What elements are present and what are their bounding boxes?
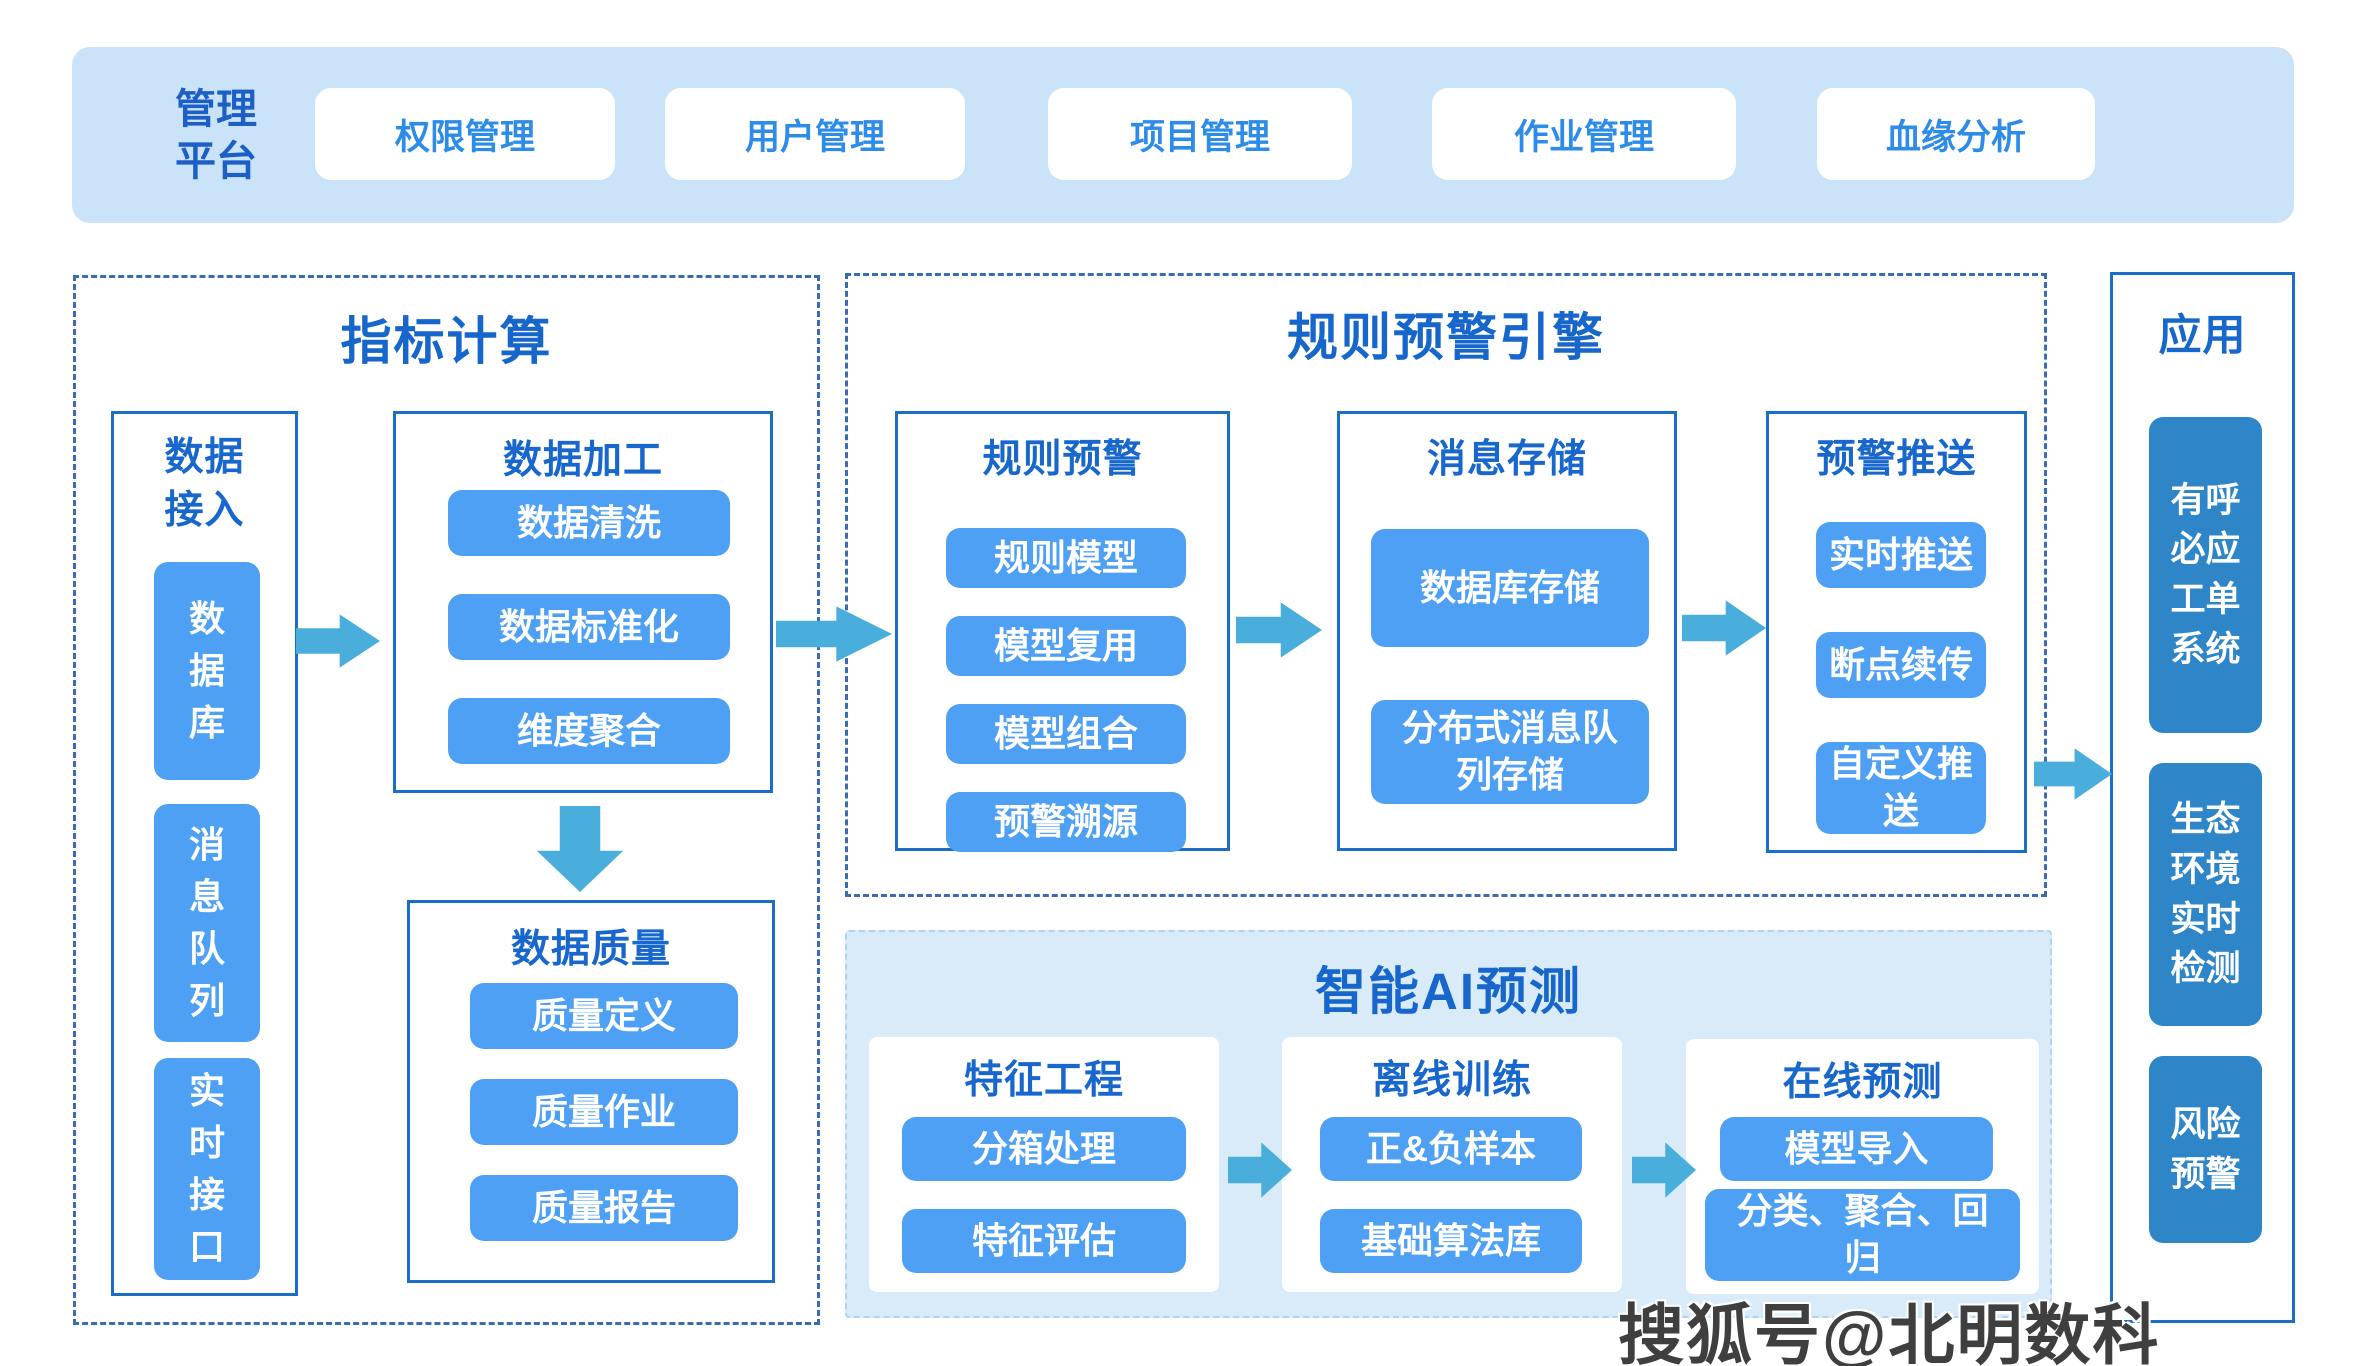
pos-neg-samples-item: 正&负样本: [1320, 1117, 1582, 1181]
rule-model-item: 规则模型: [946, 528, 1186, 588]
quality-job-item: 质量作业: [470, 1079, 738, 1145]
metric-section-title: 指标计算: [340, 313, 553, 370]
rule-section-title: 规则预警引擎: [1286, 309, 1605, 366]
quality-report-item: 质量报告: [470, 1175, 738, 1241]
risk-alert-item: 风险预警: [2149, 1056, 2262, 1243]
base-algorithm-library-item: 基础算法库: [1320, 1209, 1582, 1273]
realtime-interface-item: 实时接口: [154, 1058, 260, 1280]
message-queue-label: 消息队列: [188, 823, 225, 1022]
classification-aggregation-regression-item: 分类、聚合、回归: [1705, 1189, 2020, 1281]
alert-push-box: 预警推送 实时推送 断点续传 自定义推送: [1766, 411, 2027, 853]
database-label: 数据库: [188, 597, 225, 744]
resume-transfer-label: 断点续传: [1828, 643, 1973, 685]
feature-engineering-header: 特征工程: [963, 1059, 1124, 1102]
binning-item: 分箱处理: [902, 1117, 1186, 1181]
database-item: 数据库: [154, 562, 260, 780]
nav-user-management: 用户管理: [665, 88, 965, 180]
offline-training-header: 离线训练: [1371, 1059, 1532, 1102]
resume-transfer-item: 断点续传: [1816, 632, 1986, 698]
data-cleaning-label: 数据清洗: [516, 501, 661, 543]
management-platform-bar: 管理平台 权限管理 用户管理 项目管理 作业管理 血缘分析: [72, 47, 2294, 223]
nav-lineage-analysis: 血缘分析: [1817, 88, 2095, 180]
section-ai-prediction: 智能AI预测 特征工程 分箱处理 特征评估 离线训练 正&负样本 基础算法库 在…: [845, 930, 2052, 1318]
risk-alert-label: 风险预警: [2170, 1104, 2241, 1194]
model-reuse-label: 模型复用: [993, 624, 1138, 666]
rule-alert-header: 规则预警: [982, 438, 1143, 481]
online-prediction-card: 在线预测 模型导入 分类、聚合、回归: [1686, 1039, 2039, 1294]
realtime-interface-label: 实时接口: [188, 1069, 225, 1268]
database-storage-label: 数据库存储: [1419, 566, 1600, 608]
data-standardization-label: 数据标准化: [498, 605, 679, 647]
data-quality-header: 数据质量: [510, 928, 671, 971]
platform-title: 管理平台: [175, 83, 345, 188]
data-access-box: 数据接入 数据库 消息队列 实时接口: [111, 411, 298, 1296]
platform-title-text: 管理平台: [175, 86, 257, 185]
base-algorithm-library-label: 基础算法库: [1360, 1219, 1541, 1261]
distributed-queue-storage-item: 分布式消息队列存储: [1371, 700, 1649, 804]
rule-alert-box: 规则预警 规则模型 模型复用 模型组合 预警溯源: [895, 411, 1230, 852]
ticket-system-label: 有呼必应工单系统: [2170, 480, 2241, 669]
alert-tracing-item: 预警溯源: [946, 792, 1186, 852]
online-prediction-header: 在线预测: [1782, 1061, 1943, 1104]
realtime-push-item: 实时推送: [1816, 522, 1986, 588]
feature-evaluation-item: 特征评估: [902, 1209, 1186, 1273]
application-header: 应用: [2158, 312, 2247, 360]
nav-job-management: 作业管理: [1432, 88, 1736, 180]
section-metric-calculation: 指标计算 数据接入 数据库 消息队列 实时接口 数据加工 数据清洗 数据标准化: [73, 275, 820, 1325]
quality-definition-item: 质量定义: [470, 983, 738, 1049]
ticket-system-item: 有呼必应工单系统: [2149, 417, 2262, 733]
realtime-push-label: 实时推送: [1828, 533, 1973, 575]
data-access-header: 数据接入: [114, 432, 295, 537]
quality-definition-label: 质量定义: [531, 994, 676, 1036]
section-application: 应用 有呼必应工单系统 生态环境实时检测 风险预警: [2110, 272, 2295, 1323]
eco-environment-monitor-item: 生态环境实时检测: [2149, 763, 2262, 1026]
model-combination-label: 模型组合: [993, 712, 1138, 754]
feature-evaluation-label: 特征评估: [971, 1219, 1116, 1261]
model-combination-item: 模型组合: [946, 704, 1186, 764]
nav-project-management: 项目管理: [1048, 88, 1352, 180]
binning-label: 分箱处理: [971, 1127, 1116, 1169]
data-cleaning-item: 数据清洗: [448, 490, 730, 556]
quality-job-label: 质量作业: [531, 1090, 676, 1132]
data-processing-box: 数据加工 数据清洗 数据标准化 维度聚合: [393, 411, 773, 793]
nav-label: 作业管理: [1513, 117, 1654, 157]
dimension-aggregation-item: 维度聚合: [448, 698, 730, 764]
nav-label: 用户管理: [744, 117, 885, 157]
data-quality-box: 数据质量 质量定义 质量作业 质量报告: [407, 900, 775, 1283]
offline-training-card: 离线训练 正&负样本 基础算法库: [1282, 1037, 1622, 1292]
database-storage-item: 数据库存储: [1371, 529, 1649, 647]
data-standardization-item: 数据标准化: [448, 594, 730, 660]
custom-push-item: 自定义推送: [1816, 742, 1986, 834]
nav-label: 血缘分析: [1885, 117, 2026, 157]
alert-push-header: 预警推送: [1816, 438, 1977, 481]
model-import-label: 模型导入: [1784, 1127, 1929, 1169]
pos-neg-samples-label: 正&负样本: [1366, 1127, 1536, 1169]
model-import-item: 模型导入: [1720, 1117, 1993, 1181]
alert-tracing-label: 预警溯源: [993, 800, 1138, 842]
message-storage-box: 消息存储 数据库存储 分布式消息队列存储: [1337, 411, 1677, 851]
rule-model-label: 规则模型: [993, 536, 1138, 578]
eco-environment-monitor-label: 生态环境实时检测: [2170, 800, 2241, 989]
nav-label: 项目管理: [1129, 117, 1270, 157]
watermark: 搜狐号@北明数科: [1618, 1298, 2161, 1366]
quality-report-label: 质量报告: [531, 1186, 676, 1228]
message-storage-header: 消息存储: [1426, 438, 1587, 481]
feature-engineering-card: 特征工程 分箱处理 特征评估: [869, 1037, 1219, 1292]
nav-permission-management: 权限管理: [315, 88, 615, 180]
data-access-header-text: 数据接入: [164, 436, 245, 532]
model-reuse-item: 模型复用: [946, 616, 1186, 676]
data-processing-header: 数据加工: [502, 439, 663, 482]
dimension-aggregation-label: 维度聚合: [516, 709, 661, 751]
custom-push-label: 自定义推送: [1828, 743, 1973, 831]
section-rule-alert-engine: 规则预警引擎 规则预警 规则模型 模型复用 模型组合 预警溯源 消息存储 数据库…: [845, 273, 2047, 897]
ai-section-title: 智能AI预测: [1314, 963, 1582, 1020]
classification-aggregation-regression-label: 分类、聚合、回归: [1736, 1190, 1989, 1278]
nav-label: 权限管理: [394, 117, 535, 157]
distributed-queue-storage-label: 分布式消息队列存储: [1401, 707, 1618, 795]
message-queue-item: 消息队列: [154, 804, 260, 1042]
